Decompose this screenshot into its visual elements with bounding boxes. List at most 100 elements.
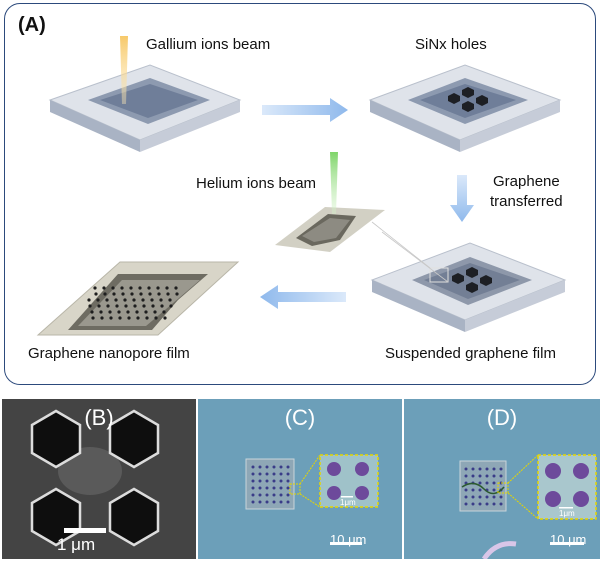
pore	[108, 310, 112, 314]
pore	[88, 304, 92, 308]
pore	[154, 316, 158, 320]
hole-dot	[251, 493, 255, 497]
hole-dot	[478, 481, 482, 485]
helium-beam	[330, 152, 338, 214]
hole-dot	[464, 495, 468, 499]
pore	[136, 316, 140, 320]
schematic-diagram	[36, 36, 567, 336]
hole-dot	[464, 467, 468, 471]
pore	[166, 292, 170, 296]
pore	[157, 292, 161, 296]
panel-c-label: (C)	[284, 405, 316, 430]
pore	[144, 310, 148, 314]
hole-dot	[258, 500, 262, 504]
hole-dot	[492, 481, 496, 485]
gallium-beam	[120, 36, 128, 104]
hole-dot	[492, 488, 496, 492]
pore	[145, 316, 149, 320]
panel-d-label: (D)	[486, 405, 518, 430]
hole-dot	[286, 465, 290, 469]
pore	[141, 298, 145, 302]
hole-dot	[478, 502, 482, 506]
pore	[148, 292, 152, 296]
hole-dot	[279, 493, 283, 497]
panel-c-optical-image: (C) 10 μm 1μm	[198, 399, 402, 559]
pore	[156, 286, 160, 290]
hole-dot	[464, 488, 468, 492]
pore	[91, 316, 95, 320]
pore	[133, 304, 137, 308]
hole-dot	[265, 479, 269, 483]
panel-d-scale: 10 μm	[550, 532, 587, 547]
pore	[117, 310, 121, 314]
hole-dot	[272, 493, 276, 497]
pore	[97, 304, 101, 308]
pore	[139, 292, 143, 296]
hole-dot	[279, 500, 283, 504]
pore	[175, 292, 179, 296]
chip-helium-zoom	[275, 207, 385, 252]
panel-b-label: (B)	[84, 405, 114, 430]
hole-dot	[272, 465, 276, 469]
hole-dot	[272, 479, 276, 483]
panel-c-inset-scale: 1μm	[340, 498, 356, 507]
gallium-label: Gallium ions beam	[146, 36, 271, 53]
hole-dot	[258, 486, 262, 490]
hole-dot	[485, 474, 489, 478]
hole-dot	[265, 500, 269, 504]
hole-dot	[492, 474, 496, 478]
chip-suspended-graphene	[370, 242, 567, 332]
pore	[100, 316, 104, 320]
pore	[127, 316, 131, 320]
pore	[129, 286, 133, 290]
panel-d-optical-image: (D) 10 μm 1μm	[404, 399, 600, 559]
chip-sinx-holes	[368, 64, 562, 152]
hole-dot	[265, 465, 269, 469]
hole-dot	[485, 467, 489, 471]
panel-b-scale: 1 μm	[57, 535, 96, 554]
hole-dot	[286, 493, 290, 497]
panel-d-inset-scale: 1μm	[559, 509, 575, 518]
hole-dot	[478, 474, 482, 478]
hole-dot	[464, 474, 468, 478]
hole-dot	[478, 488, 482, 492]
hole-dot	[251, 472, 255, 476]
hole-dot	[471, 467, 475, 471]
pore	[106, 304, 110, 308]
pore	[132, 298, 136, 302]
hole-dot	[485, 502, 489, 506]
hole-dot	[265, 472, 269, 476]
hole-dot	[251, 486, 255, 490]
pore	[96, 298, 100, 302]
chip-nanopore-film	[36, 261, 240, 336]
hole-dot	[279, 479, 283, 483]
hole-dot	[485, 495, 489, 499]
optical-image-d	[404, 399, 600, 559]
pore	[169, 304, 173, 308]
pore	[138, 286, 142, 290]
hole-dot	[471, 502, 475, 506]
pore	[90, 310, 94, 314]
pore	[160, 304, 164, 308]
hole-dot	[478, 495, 482, 499]
hole-dot	[279, 465, 283, 469]
hole-dot	[286, 486, 290, 490]
pore	[105, 298, 109, 302]
pore	[121, 292, 125, 296]
sem-image	[2, 399, 196, 559]
pore	[123, 298, 127, 302]
hole-dot	[286, 472, 290, 476]
pore	[159, 298, 163, 302]
hole-dot	[499, 474, 503, 478]
pore	[114, 298, 118, 302]
zoom-line	[381, 231, 449, 283]
pore	[174, 286, 178, 290]
helium-label: Helium ions beam	[196, 175, 317, 192]
pore	[103, 292, 107, 296]
pore	[147, 286, 151, 290]
pore	[99, 310, 103, 314]
pore	[151, 304, 155, 308]
pore	[135, 310, 139, 314]
hole-dot	[279, 472, 283, 476]
hole-dot	[499, 502, 503, 506]
